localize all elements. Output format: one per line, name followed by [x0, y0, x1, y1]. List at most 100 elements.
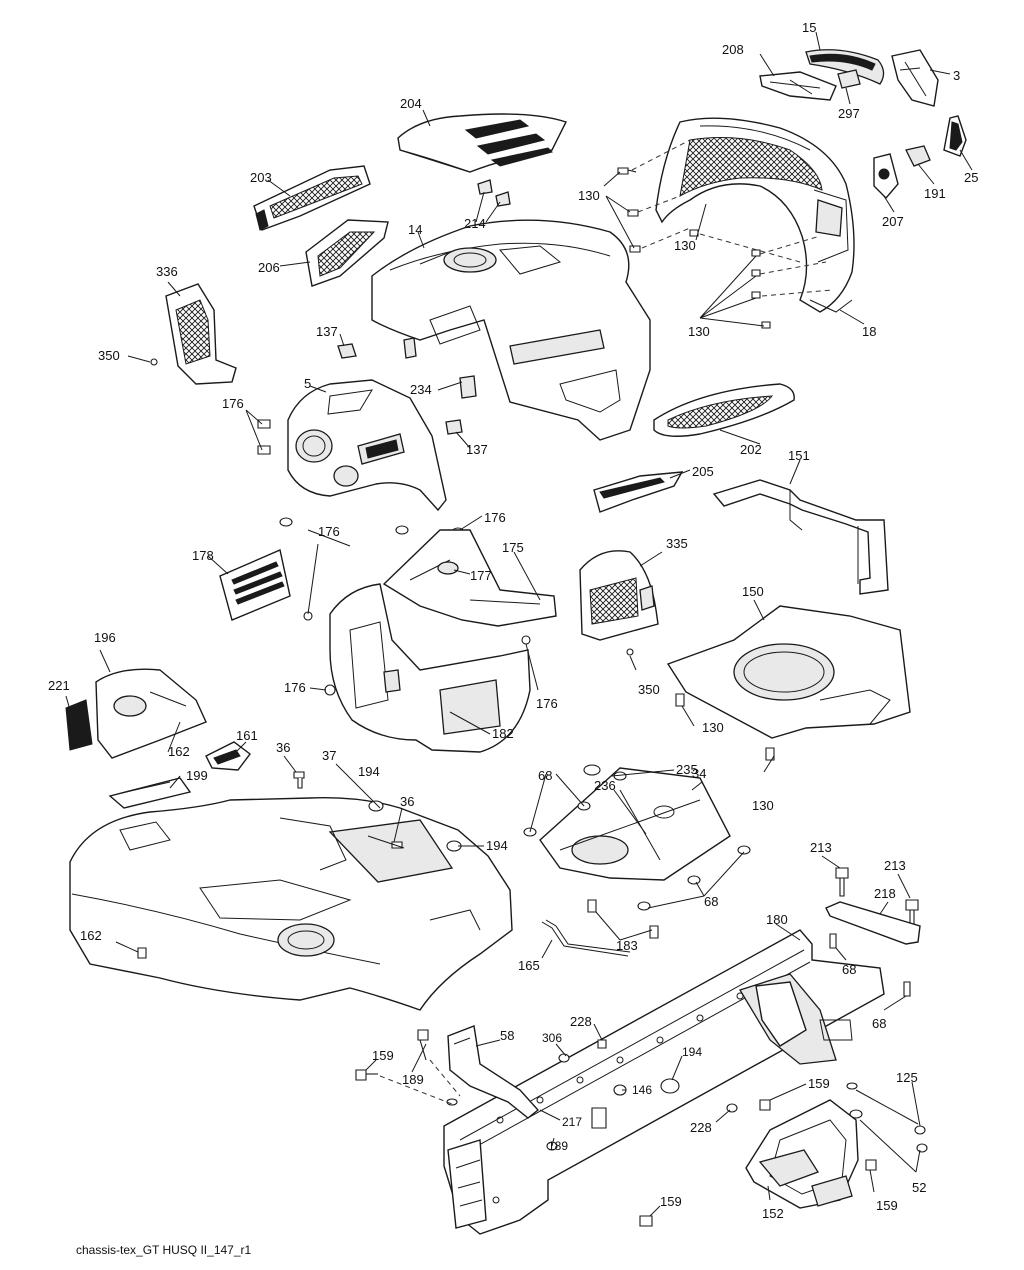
callout-label: 34 [692, 766, 706, 781]
callout-label: 350 [638, 682, 660, 697]
callout-label: 68 [704, 894, 718, 909]
callout-label: 234 [410, 382, 432, 397]
callout-label: 205 [692, 464, 714, 479]
callout-label: 196 [94, 630, 116, 645]
callout-label: 130 [578, 188, 600, 203]
callout-label: 306 [542, 1031, 562, 1045]
callout-label: 228 [570, 1014, 592, 1029]
callout-label: 162 [80, 928, 102, 943]
callout-label: 52 [912, 1180, 926, 1195]
callout-label: 350 [98, 348, 120, 363]
callout-label: 25 [964, 170, 978, 185]
callout-label: 68 [872, 1016, 886, 1031]
callout-label: 177 [470, 568, 492, 583]
steering-plate-34 [523, 764, 751, 939]
callout-label: 130 [702, 720, 724, 735]
callout-label: 159 [372, 1048, 394, 1063]
callout-label: 5 [304, 376, 311, 391]
callout-label: 176 [318, 524, 340, 539]
side-panel-336 [150, 283, 237, 385]
part-199 [108, 777, 192, 809]
callout-label: 213 [810, 840, 832, 855]
callout-label: 178 [192, 548, 214, 563]
callout-label: 159 [660, 1194, 682, 1209]
callout-label: 236 [594, 778, 616, 793]
callout-label: 336 [156, 264, 178, 279]
rod-165 [541, 919, 631, 957]
callout-label: 228 [690, 1120, 712, 1135]
callout-label: 3 [953, 68, 960, 83]
callout-label: 137 [466, 442, 488, 457]
fender-body [69, 771, 513, 1011]
panel-206 [305, 219, 389, 287]
callout-label: 202 [740, 442, 762, 457]
callout-label: 18 [862, 324, 876, 339]
left-pod-196 [65, 668, 207, 759]
callout-label: 189 [402, 1072, 424, 1087]
callout-label: 176 [536, 696, 558, 711]
callout-label: 217 [562, 1115, 582, 1129]
dash-console-5 [257, 379, 465, 537]
callout-labels: 15 208 3 297 204 25 191 207 130 130 203 … [48, 20, 978, 1221]
callout-label: 204 [400, 96, 422, 111]
callout-label: 297 [838, 106, 860, 121]
bottom-hardware [355, 1029, 928, 1227]
callout-label: 176 [484, 510, 506, 525]
callout-label: 199 [186, 768, 208, 783]
callout-label: 189 [548, 1139, 568, 1153]
callout-label: 152 [762, 1206, 784, 1221]
hood-body-14 [371, 219, 651, 441]
callout-label: 130 [752, 798, 774, 813]
callout-label: 191 [924, 186, 946, 201]
callout-label: 206 [258, 260, 280, 275]
hood-top-panel [397, 113, 567, 173]
callout-label: 68 [842, 962, 856, 977]
callout-label: 203 [250, 170, 272, 185]
lower-grille-202 [653, 383, 795, 437]
grille-insert-203 [253, 165, 371, 231]
side-panel-335 [579, 550, 659, 656]
callout-label: 68 [538, 768, 552, 783]
callout-label: 207 [882, 214, 904, 229]
callout-label: 180 [766, 912, 788, 927]
callout-label: 165 [518, 958, 540, 973]
part-161 [205, 741, 251, 771]
leader-lines [65, 31, 973, 1217]
bracket-218 [825, 867, 921, 997]
clips-137 [337, 343, 463, 435]
callout-label: 214 [464, 216, 486, 231]
callout-label: 194 [358, 764, 380, 779]
callout-label: 159 [876, 1198, 898, 1213]
callout-label: 161 [236, 728, 258, 743]
callout-label: 183 [616, 938, 638, 953]
hood-front-assembly [617, 49, 967, 329]
callout-label: 130 [674, 238, 696, 253]
callout-label: 58 [500, 1028, 514, 1043]
callout-label: 14 [408, 222, 422, 237]
bracket-151 [712, 479, 889, 595]
callout-label: 151 [788, 448, 810, 463]
callout-label: 218 [874, 886, 896, 901]
callout-label: 221 [48, 678, 70, 693]
callout-label: 150 [742, 584, 764, 599]
callout-label: 213 [884, 858, 906, 873]
callout-label: 194 [682, 1045, 702, 1059]
callout-label: 176 [284, 680, 306, 695]
callout-label: 162 [168, 744, 190, 759]
callout-label: 182 [492, 726, 514, 741]
diagram-caption: chassis-tex_GT HUSQ II_147_r1 [76, 1243, 252, 1257]
callout-label: 137 [316, 324, 338, 339]
callout-label: 159 [808, 1076, 830, 1091]
bracket-58 [447, 1025, 540, 1119]
seat-bracket-152 [745, 1099, 859, 1209]
callout-label: 146 [632, 1083, 652, 1097]
trim-205 [593, 471, 684, 513]
support-175 [382, 529, 557, 627]
clips-214 [477, 179, 511, 207]
callout-label: 335 [666, 536, 688, 551]
callout-label: 37 [322, 748, 336, 763]
vent-178 [219, 549, 291, 621]
callout-label: 175 [502, 540, 524, 555]
callout-label: 36 [400, 794, 414, 809]
